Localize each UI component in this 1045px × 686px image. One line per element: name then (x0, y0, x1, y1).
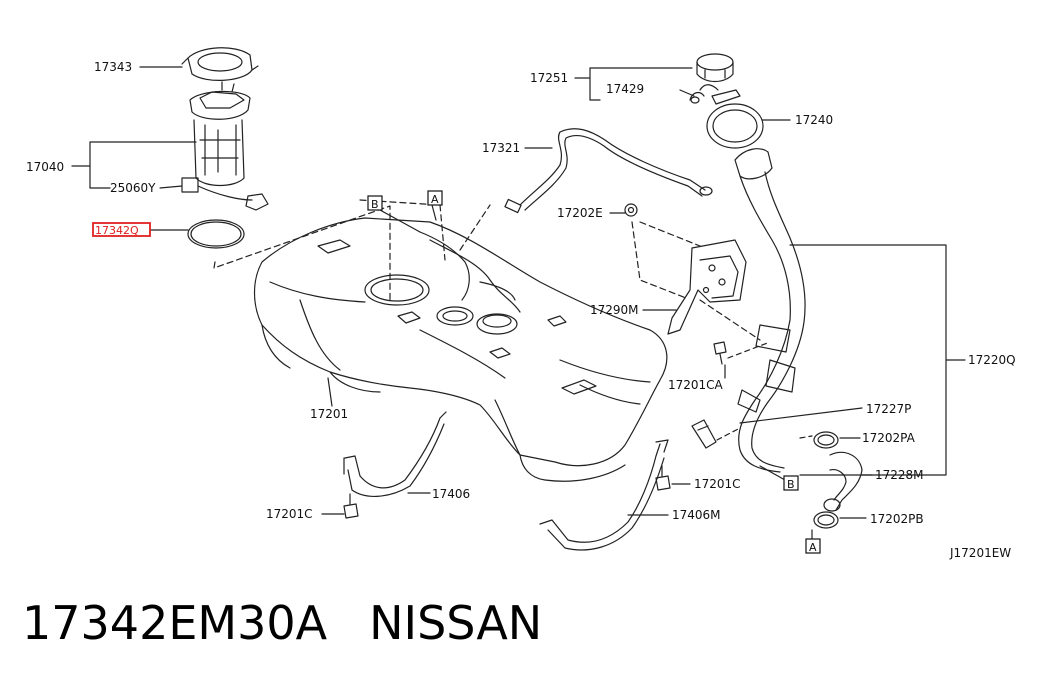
label-17201ca: 17201CA (668, 378, 724, 392)
label-17220q: 17220Q (968, 353, 1016, 367)
label-17406: 17406 (432, 487, 470, 501)
label-17227p: 17227P (866, 402, 911, 416)
label-17406m: 17406M (672, 508, 721, 522)
label-17228m: 17228M (875, 468, 924, 482)
label-17201c-right: 17201C (694, 477, 741, 491)
tank-strap-17406 (343, 411, 447, 497)
label-17343: 17343 (94, 60, 132, 74)
ref-b-right: B (787, 478, 795, 491)
label-17321: 17321 (482, 141, 520, 155)
o-ring-17342q (187, 219, 245, 249)
bolt-17201ca (713, 341, 771, 365)
label-17429: 17429 (606, 82, 644, 96)
brand-name: NISSAN (369, 596, 543, 650)
heat-shield (624, 203, 761, 341)
part-number: 17342EM30A (22, 596, 328, 650)
ref-a-bottom: A (809, 541, 817, 554)
fuel-tank-exploded-diagram: A B B A 17343 17040 25060Y 17342Q 17251 … (26, 47, 1016, 560)
label-17342q: 17342Q (95, 224, 139, 237)
label-17290m: 17290M (590, 303, 639, 317)
tank-strap-17406m (539, 439, 669, 551)
strap-bolts (343, 465, 671, 519)
label-17040: 17040 (26, 160, 64, 174)
label-17202e: 17202E (557, 206, 603, 220)
vent-tube (504, 128, 713, 214)
ref-a-top: A (431, 193, 439, 206)
ref-b-top: B (371, 198, 379, 211)
label-17202pa: 17202PA (862, 431, 916, 445)
highlight-box (92, 222, 151, 237)
label-17201: 17201 (310, 407, 348, 421)
label-25060y: 25060Y (110, 181, 156, 195)
label-17251: 17251 (530, 71, 568, 85)
filler-neck (734, 148, 806, 473)
filler-cap (689, 53, 764, 149)
fuel-pump-module (181, 47, 269, 211)
leader-lines (71, 66, 966, 541)
label-17201c-left: 17201C (266, 507, 313, 521)
fuel-tank (253, 217, 668, 482)
hose-17227p (691, 419, 863, 529)
label-17202pb: 17202PB (870, 512, 924, 526)
caption: 17342EM30A NISSAN (22, 596, 542, 650)
label-17240: 17240 (795, 113, 833, 127)
diagram-code: J17201EW (949, 546, 1011, 560)
